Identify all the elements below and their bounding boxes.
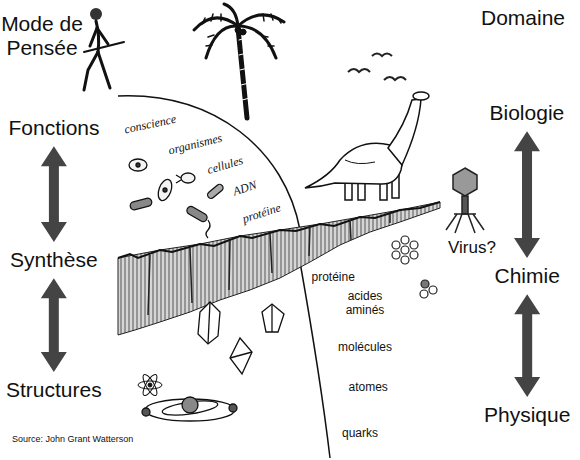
level-node: Synthèse (8, 247, 100, 273)
palm-tree (194, 4, 284, 118)
level-node: Fonctions (7, 115, 102, 141)
level-label: quarks (341, 427, 379, 441)
level-label: ADN (231, 178, 260, 199)
atom-symbol (138, 373, 162, 398)
level-name: Synthèse (10, 248, 98, 272)
double-arrow (514, 131, 540, 258)
level-label: protéine (311, 271, 356, 285)
level-node: Chimie (493, 263, 562, 289)
level-node: Biologie (488, 100, 567, 126)
cliff (118, 202, 440, 335)
column-heading: Domaine (481, 6, 565, 30)
column-heading: Mode de Pensée (0, 12, 88, 60)
hominid-figure (84, 8, 124, 90)
bacteriophage (446, 168, 484, 233)
molecule-clusters (392, 236, 437, 298)
double-arrow (514, 294, 540, 397)
level-name: Chimie (495, 264, 560, 288)
level-label: acides aminés (333, 290, 397, 318)
level-name: Physique (484, 403, 570, 427)
level-name: Biologie (490, 101, 565, 125)
level-label: conscience (122, 112, 178, 137)
virus-label: Virus? (448, 238, 496, 258)
sauropod (305, 92, 429, 200)
double-arrow (41, 146, 67, 242)
level-label: cellules (204, 154, 245, 178)
level-label: atomes (348, 381, 389, 395)
level-label: molécules (337, 341, 393, 355)
level-label: organismes (166, 131, 225, 158)
crystals (198, 302, 284, 374)
level-node: Structures (4, 377, 104, 403)
level-name: Fonctions (9, 116, 100, 140)
level-node: Physique (482, 402, 572, 428)
source-note: Source: John Grant Watterson (12, 434, 133, 444)
double-arrow (41, 278, 67, 372)
level-label: protéine (240, 201, 284, 227)
orbit-system (142, 397, 237, 421)
level-name: Structures (6, 378, 102, 402)
birds (348, 54, 406, 81)
